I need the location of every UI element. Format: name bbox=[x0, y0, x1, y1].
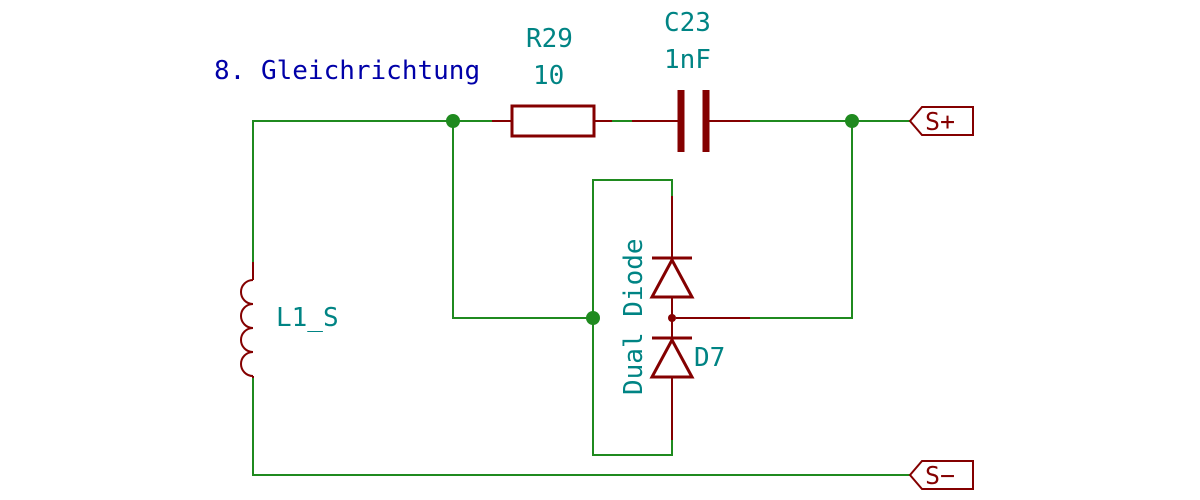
resistor-ref: R29 bbox=[526, 24, 573, 54]
diode-lower-triangle-icon bbox=[649, 336, 695, 379]
junction-top-right bbox=[845, 114, 859, 128]
inductor-ref: L1_S bbox=[276, 303, 339, 333]
resistor-body-icon bbox=[510, 104, 596, 138]
capacitor-c23[interactable]: C23 1nF bbox=[632, 8, 750, 152]
resistor-value: 10 bbox=[533, 61, 564, 91]
capacitor-value: 1nF bbox=[664, 45, 711, 75]
port-s-plus[interactable]: S+ bbox=[908, 106, 974, 136]
port-s-minus-label: S− bbox=[925, 461, 955, 490]
diode-ref: D7 bbox=[694, 343, 725, 373]
junction-diode-left bbox=[586, 311, 600, 325]
diode-midpoint-node bbox=[668, 314, 676, 322]
diode-upper-triangle-icon bbox=[649, 256, 695, 299]
diode-d7[interactable]: D7 Dual Diode bbox=[619, 196, 750, 440]
diode-value: Dual Diode bbox=[619, 238, 649, 395]
port-s-plus-shape-icon bbox=[908, 106, 974, 136]
wires bbox=[252, 120, 911, 476]
sheet-title: 8. Gleichrichtung bbox=[214, 56, 480, 86]
capacitor-ref: C23 bbox=[664, 8, 711, 38]
port-s-plus-label: S+ bbox=[925, 107, 955, 136]
port-s-minus-shape-icon bbox=[908, 460, 974, 490]
inductor-l1s[interactable]: L1_S bbox=[240, 262, 339, 378]
junction-top-left bbox=[446, 114, 460, 128]
inductor-coil-icon bbox=[240, 279, 254, 377]
port-s-minus[interactable]: S− bbox=[908, 460, 974, 490]
resistor-r29[interactable]: R29 10 bbox=[492, 24, 612, 138]
